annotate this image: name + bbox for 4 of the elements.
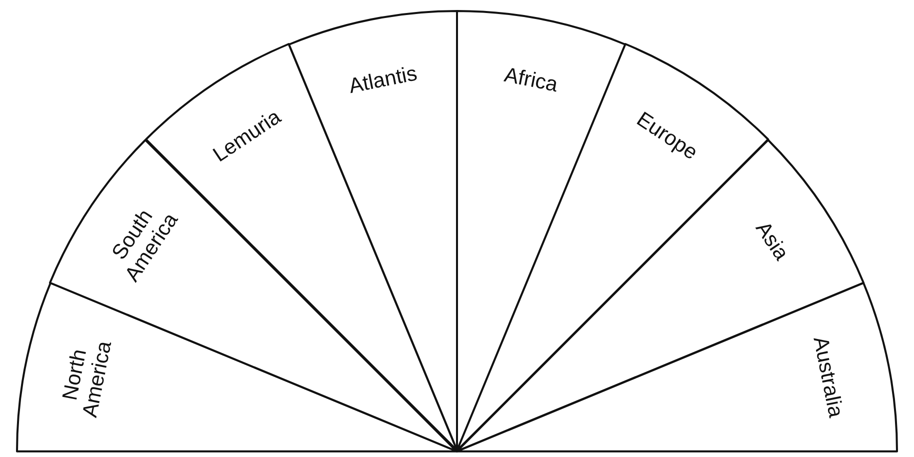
sector-label: Australia [808,334,848,420]
sector-label: Africa [502,63,560,96]
sector-label: North America [57,338,117,422]
sector-label: Atlantis [347,62,420,98]
